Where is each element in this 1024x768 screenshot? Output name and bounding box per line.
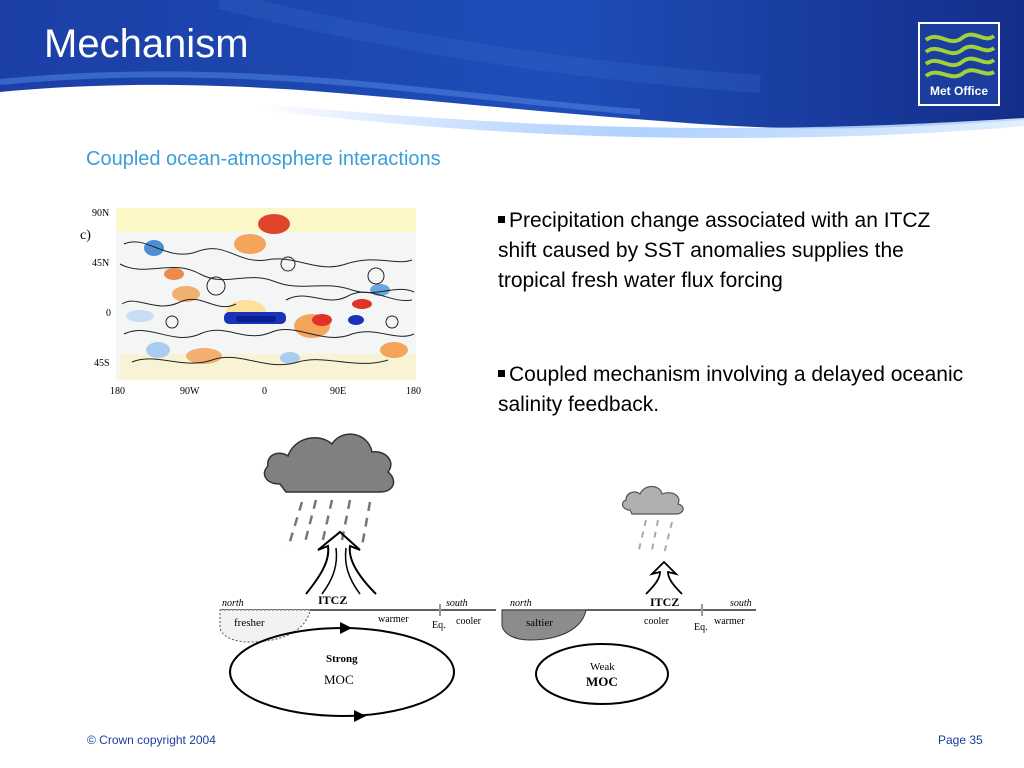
lon-label-180-east: 180 [406,386,421,397]
updraft-arrow-icon [305,530,377,595]
wave-logo-icon [924,32,996,79]
label-warmer: warmer [714,616,745,627]
label-eq: Eq. [694,622,708,633]
label-north: north [510,598,532,609]
label-moc: MOC [324,672,354,687]
large-cloud-icon [263,433,395,493]
label-itcz: ITCZ [318,593,347,607]
moc-arrow-upper [340,622,352,634]
lat-label-0: 0 [106,308,111,319]
page-title: Mechanism [44,22,249,66]
header-wave-graphic [0,0,1024,138]
bullet-precipitation: Precipitation change associated with an … [498,206,968,296]
weak-moc-diagram: north ITCZ south saltier cooler Eq. warm… [501,485,756,705]
page-number: Page 35 [938,733,983,747]
label-warmer: warmer [378,614,409,625]
lon-label-0: 0 [262,386,267,397]
label-north: north [222,598,244,609]
lat-label-45n: 45N [92,258,109,269]
saltier-water-region [501,609,587,641]
small-cloud-icon [621,485,684,515]
label-weak: Weak [590,661,615,673]
label-cooler: cooler [644,616,670,627]
strong-moc-diagram: north ITCZ south fresher warmer Eq. cool… [219,433,496,722]
heavy-rain-icon [286,499,372,549]
section-subtitle: Coupled ocean-atmosphere interactions [86,148,441,170]
label-moc: MOC [586,674,618,689]
bullet-coupled-mechanism: Coupled mechanism involving a delayed oc… [498,360,968,420]
met-office-logo: Met Office [918,22,1000,106]
label-saltier: saltier [526,617,553,629]
label-strong: Strong [326,653,358,665]
lon-label-90e: 90E [330,386,346,397]
bullet-text: Coupled mechanism involving a delayed oc… [498,363,964,416]
label-south: south [446,598,468,609]
lat-label-45s: 45S [94,358,110,369]
label-south: south [730,598,752,609]
label-cooler: cooler [456,616,482,627]
bullet-text: Precipitation change associated with an … [498,209,931,292]
moc-arrow-lower [354,710,366,722]
weak-updraft-arrow-icon [645,560,683,595]
map-panel-label: c) [80,228,91,243]
precipitation-anomaly-map: c) 90N 45N 0 45S [80,208,421,397]
label-fresher: fresher [234,617,265,629]
map-plot-area [116,208,416,380]
copyright-notice: © Crown copyright 2004 [87,733,216,747]
bullet-square-icon [498,369,505,377]
light-rain-icon [637,519,673,555]
logo-wordmark: Met Office [929,84,988,98]
label-eq: Eq. [432,620,446,631]
bullet-square-icon [498,215,505,223]
label-itcz: ITCZ [650,595,679,609]
lat-label-90n: 90N [92,208,109,219]
lon-label-90w: 90W [180,386,200,397]
header-banner: Mechanism Met Office [0,0,1024,140]
lon-label-180-west: 180 [110,386,125,397]
moc-circulation-loop [535,643,669,705]
